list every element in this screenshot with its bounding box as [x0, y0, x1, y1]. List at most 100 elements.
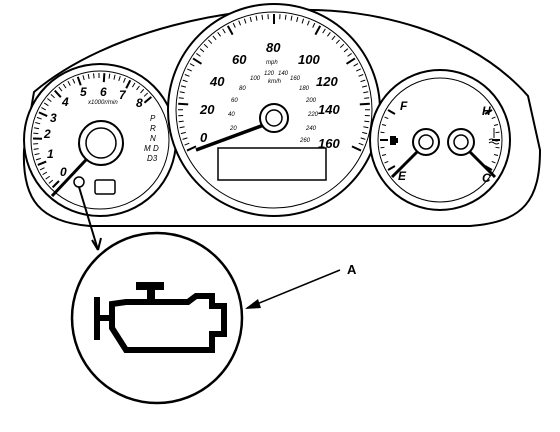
speedo-tick	[358, 142, 364, 146]
tachometer: 0 1 2 3 4 5 6 7 8 x1000r/min P R N M D D…	[23, 63, 177, 217]
speedo-hub-inner	[265, 109, 283, 127]
fuel-pump-icon	[390, 136, 398, 145]
speedo-mph-20: 20	[199, 102, 215, 117]
gear-d3: D3	[147, 154, 158, 163]
tach-number-2: 2	[43, 127, 51, 141]
speedo-tick	[284, 14, 287, 20]
callout-arrow-line	[246, 269, 341, 309]
speedo-unit-kmh: km/h	[268, 79, 282, 85]
speedo-kmh-20: 20	[229, 126, 237, 132]
speedo-mph-80: 80	[266, 40, 281, 55]
tach-tick	[39, 167, 45, 171]
speedo-tick	[364, 97, 370, 99]
speedo-tick	[343, 48, 349, 53]
speedo-mph-140: 140	[318, 102, 340, 117]
speedo-tick	[187, 68, 192, 72]
speedo-kmh-60: 60	[231, 98, 238, 104]
speedo-tick	[361, 85, 368, 88]
speedo-tick	[196, 53, 201, 57]
tach-tick	[58, 86, 63, 92]
speedo-tick	[179, 126, 185, 129]
tach-tick	[82, 75, 85, 81]
speedo-tick	[351, 145, 362, 152]
tach-tick	[34, 127, 40, 130]
speedo-kmh-40: 40	[228, 112, 235, 118]
cluster-housing	[22, 8, 542, 227]
speedo-tick	[226, 25, 234, 36]
speedo-tick	[182, 137, 188, 140]
speedo-tick	[179, 91, 185, 94]
speedo-mph-0: 0	[200, 130, 208, 145]
tach-tick	[143, 96, 152, 104]
speedo-kmh-120: 120	[264, 71, 275, 77]
speedo-tick	[360, 137, 366, 140]
tach-tick	[36, 116, 42, 120]
tach-tick	[131, 82, 136, 88]
fuel-tick	[381, 154, 387, 157]
tach-tick	[76, 76, 82, 86]
zoom-leader-line	[78, 186, 99, 251]
speedo-tick	[208, 39, 213, 44]
speedo-tick	[189, 63, 195, 67]
speedo-tick	[178, 102, 189, 106]
speedo-tick	[312, 22, 316, 28]
temp-tick	[484, 109, 493, 115]
magnified-indicator-circle	[70, 231, 244, 405]
engine-light-callout: A	[70, 186, 357, 405]
temp-tick	[495, 131, 500, 134]
right-gauge-rim	[369, 69, 511, 211]
tach-tick	[108, 73, 111, 79]
fuel-temp-gauges: F E H C	[369, 69, 511, 211]
trip-reset-button	[94, 179, 116, 195]
speedo-tick	[290, 15, 293, 21]
tach-number-4: 4	[61, 95, 69, 109]
gear-n: N	[150, 134, 156, 143]
speedo-tick	[199, 48, 205, 53]
speedo-tick	[301, 18, 305, 24]
speedo-tick	[184, 74, 190, 77]
fuel-empty-label: E	[398, 169, 407, 183]
tach-tick	[41, 107, 47, 111]
speedometer-bezel	[175, 11, 373, 209]
tach-tick	[35, 157, 41, 161]
speedo-tick	[232, 22, 236, 28]
tach-number-8: 8	[136, 96, 143, 110]
callout-label: A	[347, 262, 357, 277]
tach-number-3: 3	[50, 111, 57, 125]
speedo-tick	[222, 28, 226, 34]
fuel-tick	[387, 109, 396, 115]
tach-number-7: 7	[119, 88, 127, 102]
speedo-kmh-80: 80	[239, 86, 246, 92]
tach-tick	[42, 171, 48, 176]
coolant-temp-icon	[488, 128, 500, 145]
speedo-tick	[186, 145, 197, 152]
speedo-tick	[362, 131, 368, 135]
speedo-mph-120: 120	[316, 74, 338, 89]
tach-tick	[45, 175, 50, 180]
gear-r: R	[150, 124, 156, 133]
tach-tick	[143, 92, 149, 97]
speedo-tick	[353, 63, 359, 67]
tach-tick	[87, 73, 90, 80]
tach-tick	[50, 94, 55, 99]
speedo-tick	[359, 102, 370, 106]
speedo-tick	[314, 25, 322, 36]
tachometer-bezel	[30, 70, 170, 210]
gear-p: P	[150, 114, 156, 123]
tach-tick	[125, 79, 132, 89]
temp-tick	[491, 160, 496, 164]
tach-number-6: 6	[100, 85, 107, 99]
tach-tick	[34, 153, 40, 156]
temp-tick	[491, 116, 496, 120]
speedo-mph-60: 60	[232, 52, 247, 67]
odometer-display	[217, 147, 327, 181]
tach-tick	[47, 98, 52, 103]
speedo-tick	[178, 97, 184, 99]
fuel-tick	[380, 131, 385, 134]
tach-tick	[48, 179, 54, 184]
check-engine-icon	[94, 282, 227, 353]
speedo-tick	[249, 16, 252, 22]
tach-indicator-light	[73, 176, 85, 188]
speedo-kmh-220: 220	[307, 112, 319, 118]
speedo-tick	[217, 31, 221, 37]
